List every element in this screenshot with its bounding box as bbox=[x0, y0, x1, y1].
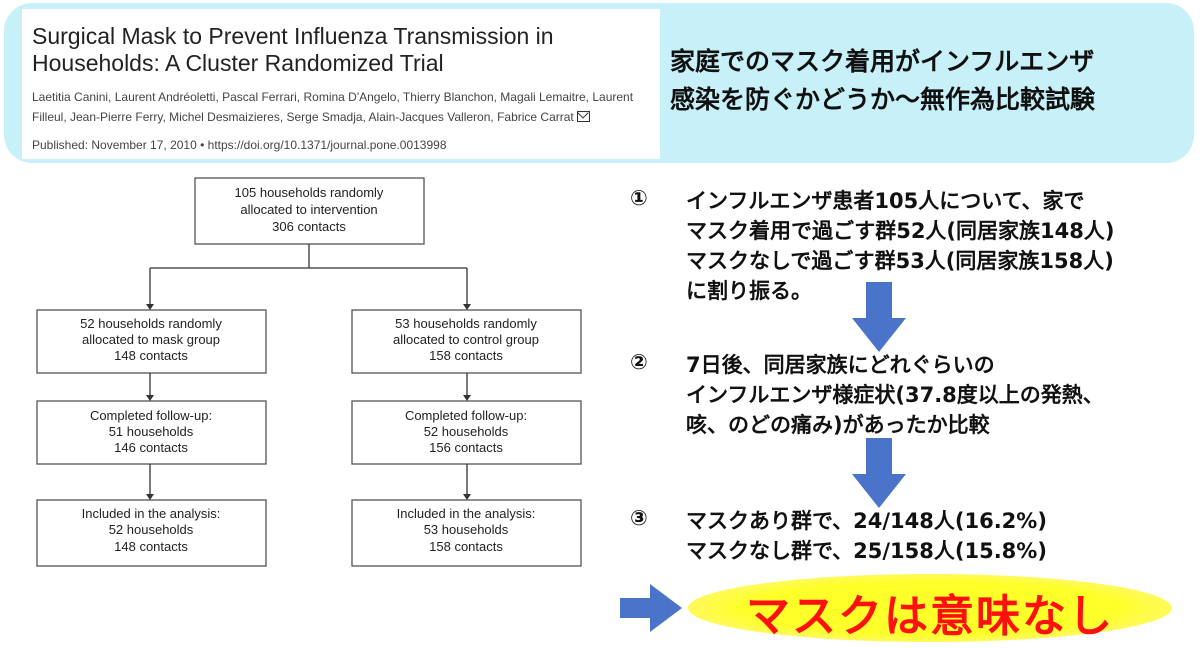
down-arrow-icon-2 bbox=[852, 438, 906, 508]
top-line-3: 306 contacts bbox=[272, 219, 346, 234]
arrowhead-right-3 bbox=[463, 494, 471, 500]
left-analysis-line-3: 148 contacts bbox=[114, 539, 188, 554]
right-allocated-line-2: allocated to control group bbox=[393, 332, 539, 347]
top-line-2: allocated to intervention bbox=[240, 202, 377, 217]
left-analysis-line-2: 52 households bbox=[109, 522, 194, 537]
paper-meta: Published: November 17, 2010 • https://d… bbox=[32, 138, 447, 152]
arrowhead-right-2 bbox=[463, 395, 471, 401]
left-allocated-line-2: allocated to mask group bbox=[82, 332, 220, 347]
left-allocated-line-3: 148 contacts bbox=[114, 348, 188, 363]
step-2-text: 7日後、同居家族にどれぐらいの インフルエンザ様症状(37.8度以上の発熱、 咳… bbox=[686, 353, 1104, 437]
paper-title: Surgical Mask to Prevent Influenza Trans… bbox=[32, 23, 554, 76]
left-followup-line-3: 146 contacts bbox=[114, 440, 188, 455]
author-list: Laetitia Canini, Laurent Andréoletti, Pa… bbox=[32, 90, 634, 124]
right-followup-line-2: 52 households bbox=[424, 424, 509, 439]
step-1-text: インフルエンザ患者105人について、家で マスク着用で過ごす群52人(同居家族1… bbox=[686, 189, 1115, 303]
arrowhead-left-3 bbox=[146, 494, 154, 500]
left-allocated-line-1: 52 households randomly bbox=[80, 316, 222, 331]
right-analysis-line-1: Included in the analysis: bbox=[397, 506, 536, 521]
box-left-analysis bbox=[36, 499, 267, 567]
right-analysis-line-2: 53 households bbox=[424, 522, 509, 537]
right-followup-line-1: Completed follow-up: bbox=[405, 408, 527, 423]
left-followup-line-2: 51 households bbox=[109, 424, 194, 439]
down-arrow-icon-1 bbox=[852, 282, 906, 352]
left-followup-line-1: Completed follow-up: bbox=[90, 408, 212, 423]
paper-authors: Laetitia Canini, Laurent Andréoletti, Pa… bbox=[32, 87, 657, 127]
top-line-1: 105 households randomly bbox=[235, 185, 384, 200]
left-analysis-line-1: Included in the analysis: bbox=[82, 506, 221, 521]
header-heading: 家庭でのマスク着用がインフルエンザ 感染を防ぐかどうか～無作為比較試験 bbox=[670, 47, 1096, 114]
box-right-analysis bbox=[351, 499, 582, 567]
step-3-text: マスクあり群で、24/148人(16.2%) マスクなし群で、25/158人(1… bbox=[686, 509, 1047, 563]
box-right-followup bbox=[351, 400, 582, 465]
right-allocated-line-3: 158 contacts bbox=[429, 348, 503, 363]
flow-diagram: 105 households randomly allocated to int… bbox=[36, 177, 582, 567]
conclusion-highlight bbox=[688, 574, 1172, 642]
right-followup-line-3: 156 contacts bbox=[429, 440, 503, 455]
header-panel: Surgical Mask to Prevent Influenza Trans… bbox=[4, 3, 1194, 163]
box-right-allocated bbox=[351, 309, 582, 374]
right-allocated-line-1: 53 households randomly bbox=[395, 316, 537, 331]
arrowhead-left-2 bbox=[146, 395, 154, 401]
step-1-number: ① bbox=[630, 186, 648, 210]
box-left-followup bbox=[36, 400, 267, 465]
box-left-allocated bbox=[36, 309, 267, 374]
step-3-number: ③ bbox=[630, 506, 648, 530]
mail-icon bbox=[576, 111, 590, 122]
right-analysis-line-3: 158 contacts bbox=[429, 539, 503, 554]
step-2-number: ② bbox=[630, 350, 648, 374]
arrowhead-left-1 bbox=[146, 304, 154, 310]
conclusion-text: マスクは意味なし bbox=[746, 591, 1114, 642]
right-arrow-icon bbox=[620, 584, 682, 632]
paper-card: Surgical Mask to Prevent Influenza Trans… bbox=[22, 9, 660, 159]
arrowhead-right-1 bbox=[463, 304, 471, 310]
